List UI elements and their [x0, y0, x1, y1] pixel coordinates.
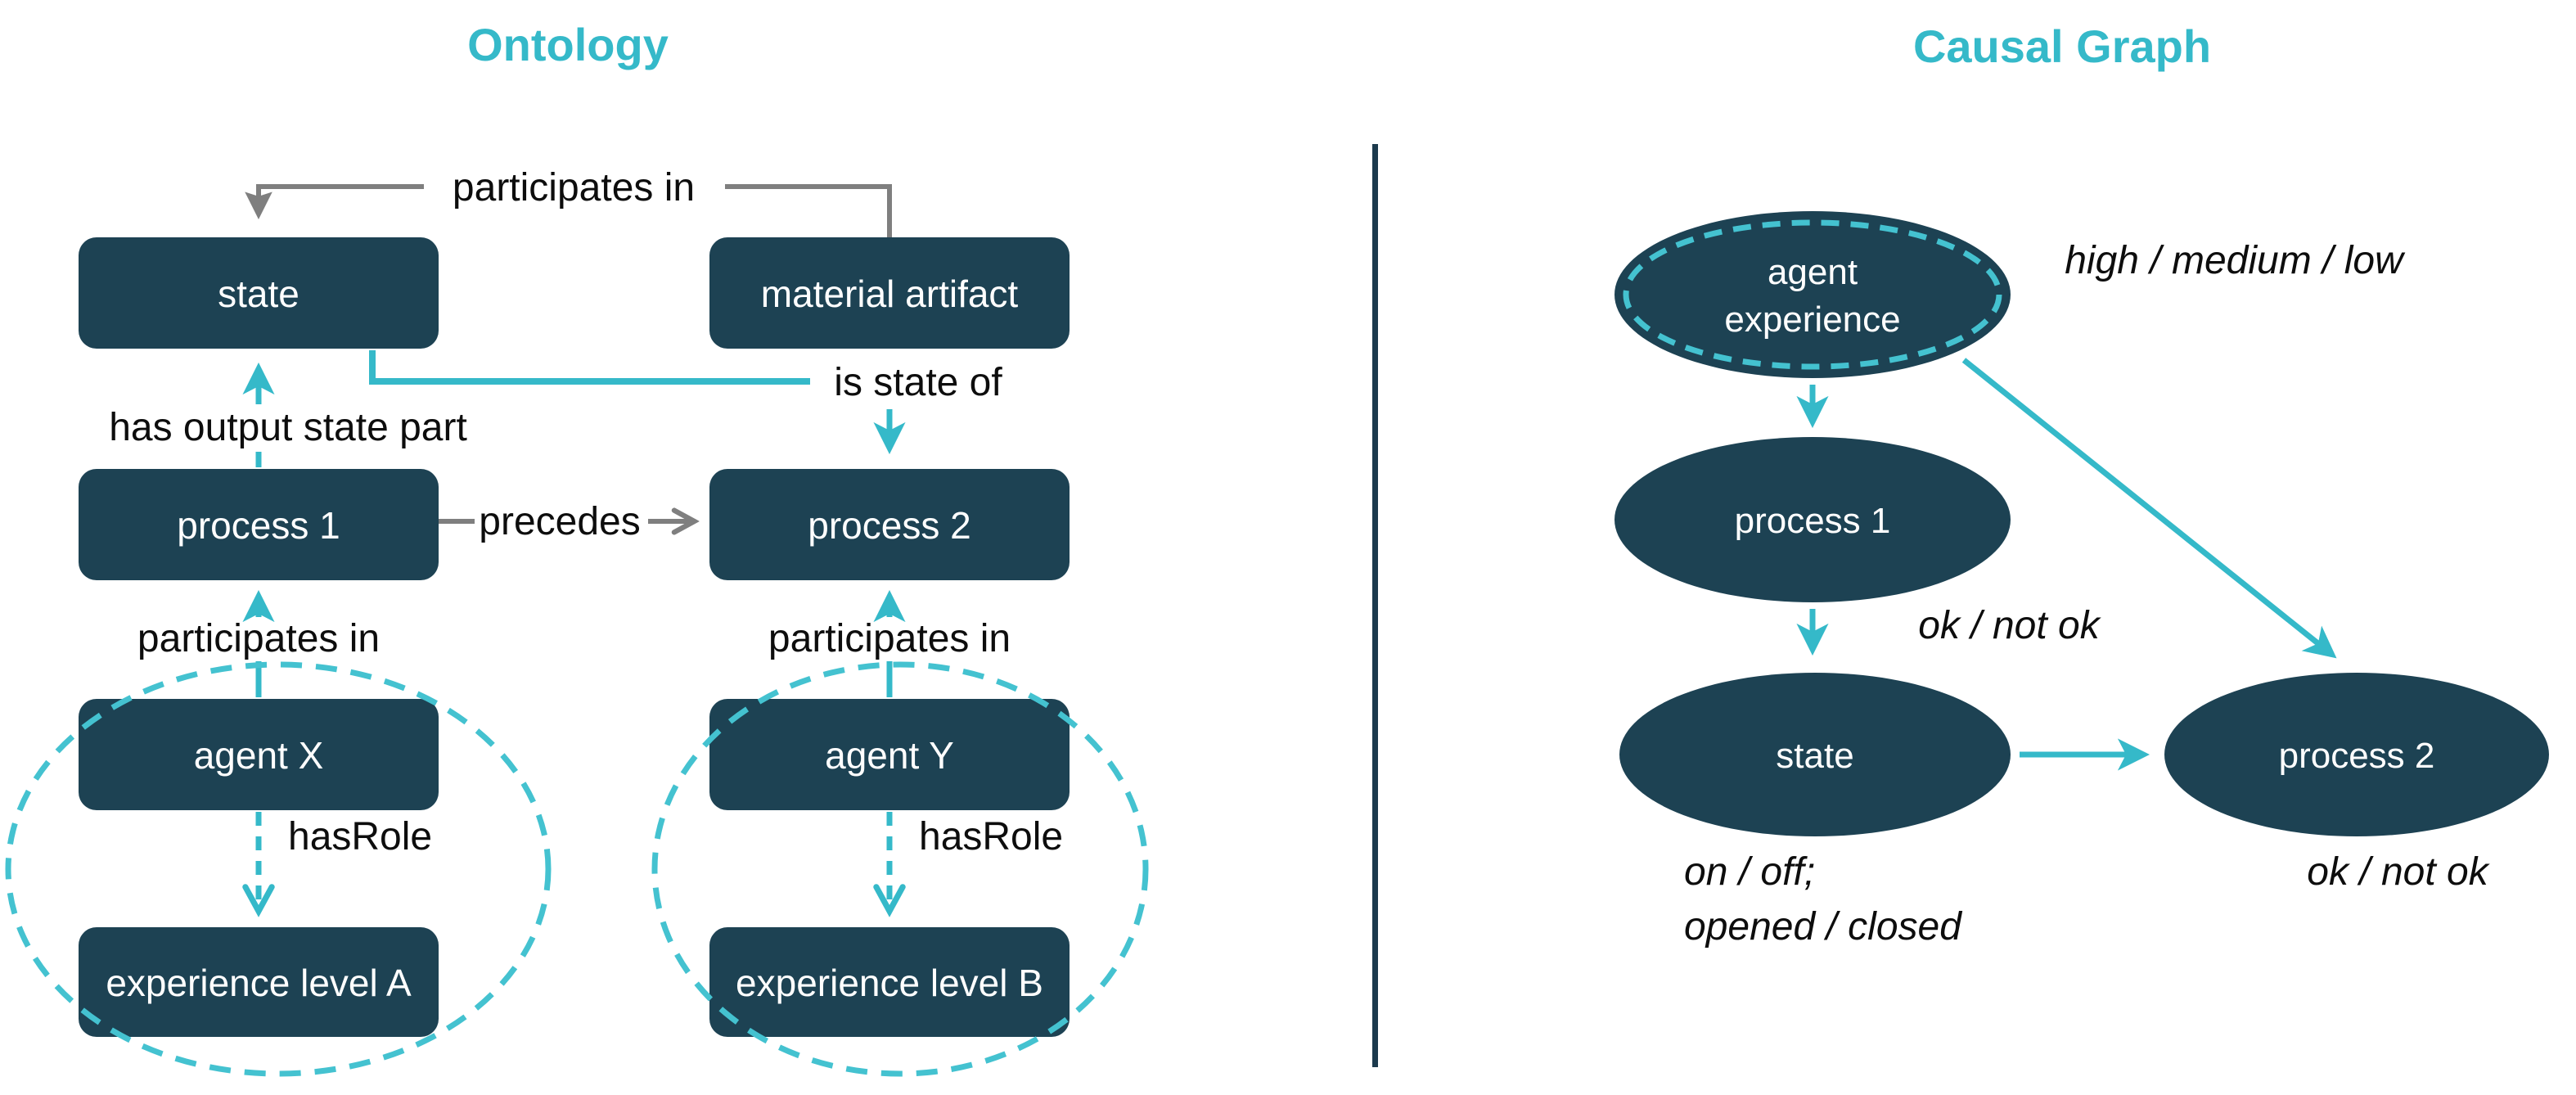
- node-agent-x-box: [79, 699, 439, 810]
- cg-node-process-1-shape: [1615, 437, 2011, 602]
- edge-is-state-of-label: is state of: [834, 361, 1002, 404]
- cg-node-state: state: [1619, 673, 2011, 836]
- cg-values-process-1: ok / not ok: [1918, 604, 2101, 647]
- cg-node-process-2-label: process 2: [2279, 736, 2435, 776]
- causal-graph-title: Causal Graph: [1913, 20, 2211, 72]
- node-process-2-box: [709, 469, 1070, 580]
- node-process-1: process 1: [79, 469, 439, 580]
- node-agent-y: agent Y: [709, 699, 1070, 810]
- cg-values-state-line1: on / off;: [1684, 850, 1815, 894]
- ontology-title: Ontology: [467, 19, 669, 70]
- node-state: state: [79, 237, 439, 349]
- node-process-2-label: process 2: [808, 504, 971, 547]
- panel-divider-line: [1372, 144, 1378, 1067]
- cg-values-state-line2: opened / closed: [1684, 905, 1962, 949]
- group-ellipse-agent-y-role: [651, 661, 1149, 1077]
- node-material-artifact-box: [709, 237, 1070, 349]
- node-state-box: [79, 237, 439, 349]
- cg-node-agent-experience: agent experience: [1615, 211, 2011, 378]
- edge-participates-in-right-label: participates in: [768, 617, 1011, 660]
- cg-node-state-label: state: [1776, 736, 1853, 776]
- cg-node-process-2: process 2: [2164, 673, 2549, 836]
- edge-participates-in-top-line-right: [725, 184, 892, 239]
- node-experience-level-b-box: [709, 927, 1070, 1037]
- cg-node-agent-experience-dashed-border: [1623, 219, 2002, 370]
- cg-node-process-2-shape: [2164, 673, 2549, 836]
- node-process-1-label: process 1: [177, 504, 340, 547]
- group-ellipse-agent-x-role: [5, 661, 552, 1077]
- cg-node-process-1: process 1: [1615, 437, 2011, 602]
- cg-values-process-2: ok / not ok: [2307, 850, 2490, 894]
- node-experience-level-a-label: experience level A: [106, 962, 412, 1004]
- cg-node-state-shape: [1619, 673, 2011, 836]
- edge-has-role-right-label: hasRole: [919, 815, 1063, 858]
- cg-node-agent-experience-label-line1: agent: [1768, 252, 1858, 292]
- edge-has-output-state-part-label: has output state part: [109, 406, 467, 449]
- cg-node-agent-experience-label-line2: experience: [1724, 300, 1900, 340]
- cg-node-agent-experience-shape: [1615, 211, 2011, 378]
- cg-edge-agent-experience-to-process-2: [1961, 358, 2337, 659]
- edge-participates-in-left-label: participates in: [137, 617, 380, 660]
- edge-precedes-label: precedes: [479, 500, 640, 543]
- edge-participates-in-top-label: participates in: [453, 166, 695, 210]
- node-process-1-box: [79, 469, 439, 580]
- edge-has-role-left-label: hasRole: [288, 815, 432, 858]
- node-state-label: state: [218, 273, 299, 315]
- node-experience-level-b: experience level B: [709, 927, 1070, 1037]
- node-experience-level-a-box: [79, 927, 439, 1037]
- node-agent-y-label: agent Y: [825, 734, 954, 777]
- node-experience-level-a: experience level A: [79, 927, 439, 1037]
- node-material-artifact-label: material artifact: [761, 273, 1019, 315]
- edge-participates-in-top-line-left: [245, 184, 424, 220]
- node-material-artifact: material artifact: [709, 237, 1070, 349]
- node-process-2: process 2: [709, 469, 1070, 580]
- cg-node-process-1-label: process 1: [1735, 501, 1891, 541]
- edge-is-state-of-line: [369, 350, 810, 385]
- node-experience-level-b-label: experience level B: [736, 962, 1043, 1004]
- node-agent-x-label: agent X: [194, 734, 324, 777]
- node-agent-y-box: [709, 699, 1070, 810]
- node-agent-x: agent X: [79, 699, 439, 810]
- cg-values-agent-experience: high / medium / low: [2065, 239, 2406, 282]
